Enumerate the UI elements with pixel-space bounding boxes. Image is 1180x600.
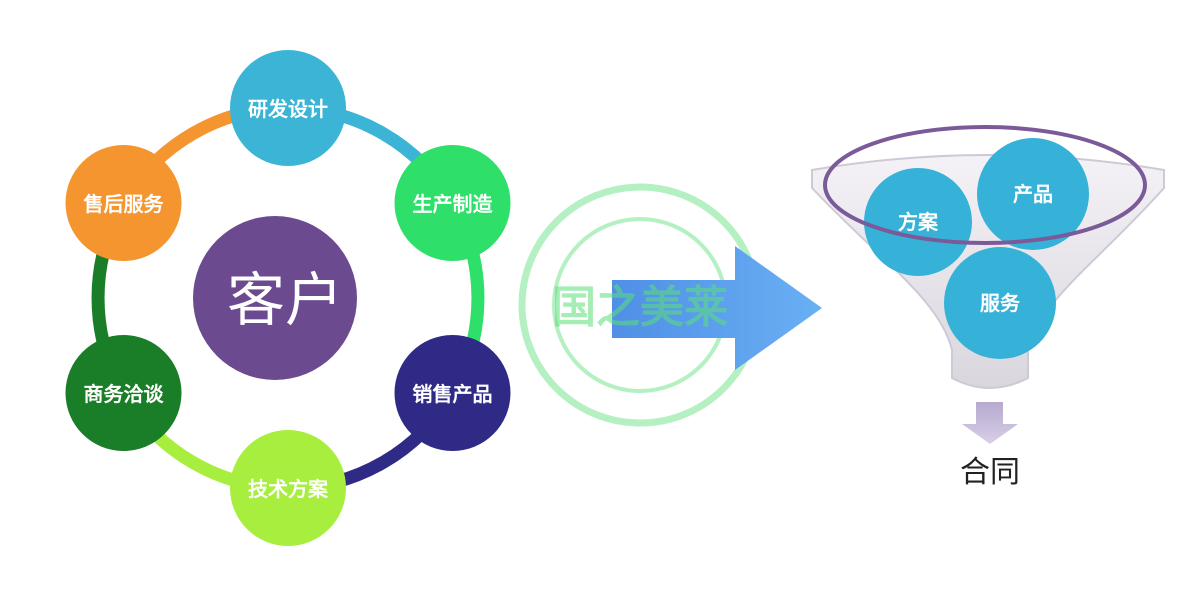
cycle-node-circle (394, 335, 511, 451)
cycle-node-label: 售后服务 (84, 192, 165, 216)
funnel-rim (823, 125, 1147, 245)
watermark-text: 国之美莱 (552, 282, 728, 333)
cycle-node-label: 生产制造 (413, 192, 494, 216)
center-circle (193, 216, 357, 380)
funnel-item-label: 方案 (898, 210, 939, 234)
cycle-node-label: 研发设计 (248, 97, 328, 121)
cycle-node: 研发设计 (230, 50, 346, 166)
center-label: 客户 (227, 266, 343, 334)
funnel-item-circle (977, 138, 1089, 250)
funnel-item-label: 服务 (980, 291, 1021, 315)
flow-arrow (612, 246, 822, 370)
output-label: 合同 (960, 455, 1020, 490)
output-arrow (962, 402, 1018, 444)
cycle-node: 技术方案 (230, 430, 346, 546)
cycle-node-circle (65, 145, 182, 261)
cycle-node: 生产制造 (394, 145, 511, 261)
cycle-node-circle (65, 335, 182, 451)
cycle-node-circle (230, 50, 346, 166)
cycle-node: 售后服务 (65, 145, 182, 261)
cycle-node-label: 商务洽谈 (84, 382, 165, 406)
cycle-node-circle (230, 430, 346, 546)
cycle-node-label: 销售产品 (413, 382, 493, 406)
cycle-node: 销售产品 (394, 335, 511, 451)
funnel-item-label: 产品 (1013, 182, 1053, 206)
cycle-node-circle (394, 145, 511, 261)
cycle-node: 商务洽谈 (65, 335, 182, 451)
funnel-item-circle (864, 168, 972, 276)
cycle-node-label: 技术方案 (248, 477, 329, 501)
funnel-item-circle (944, 247, 1056, 359)
